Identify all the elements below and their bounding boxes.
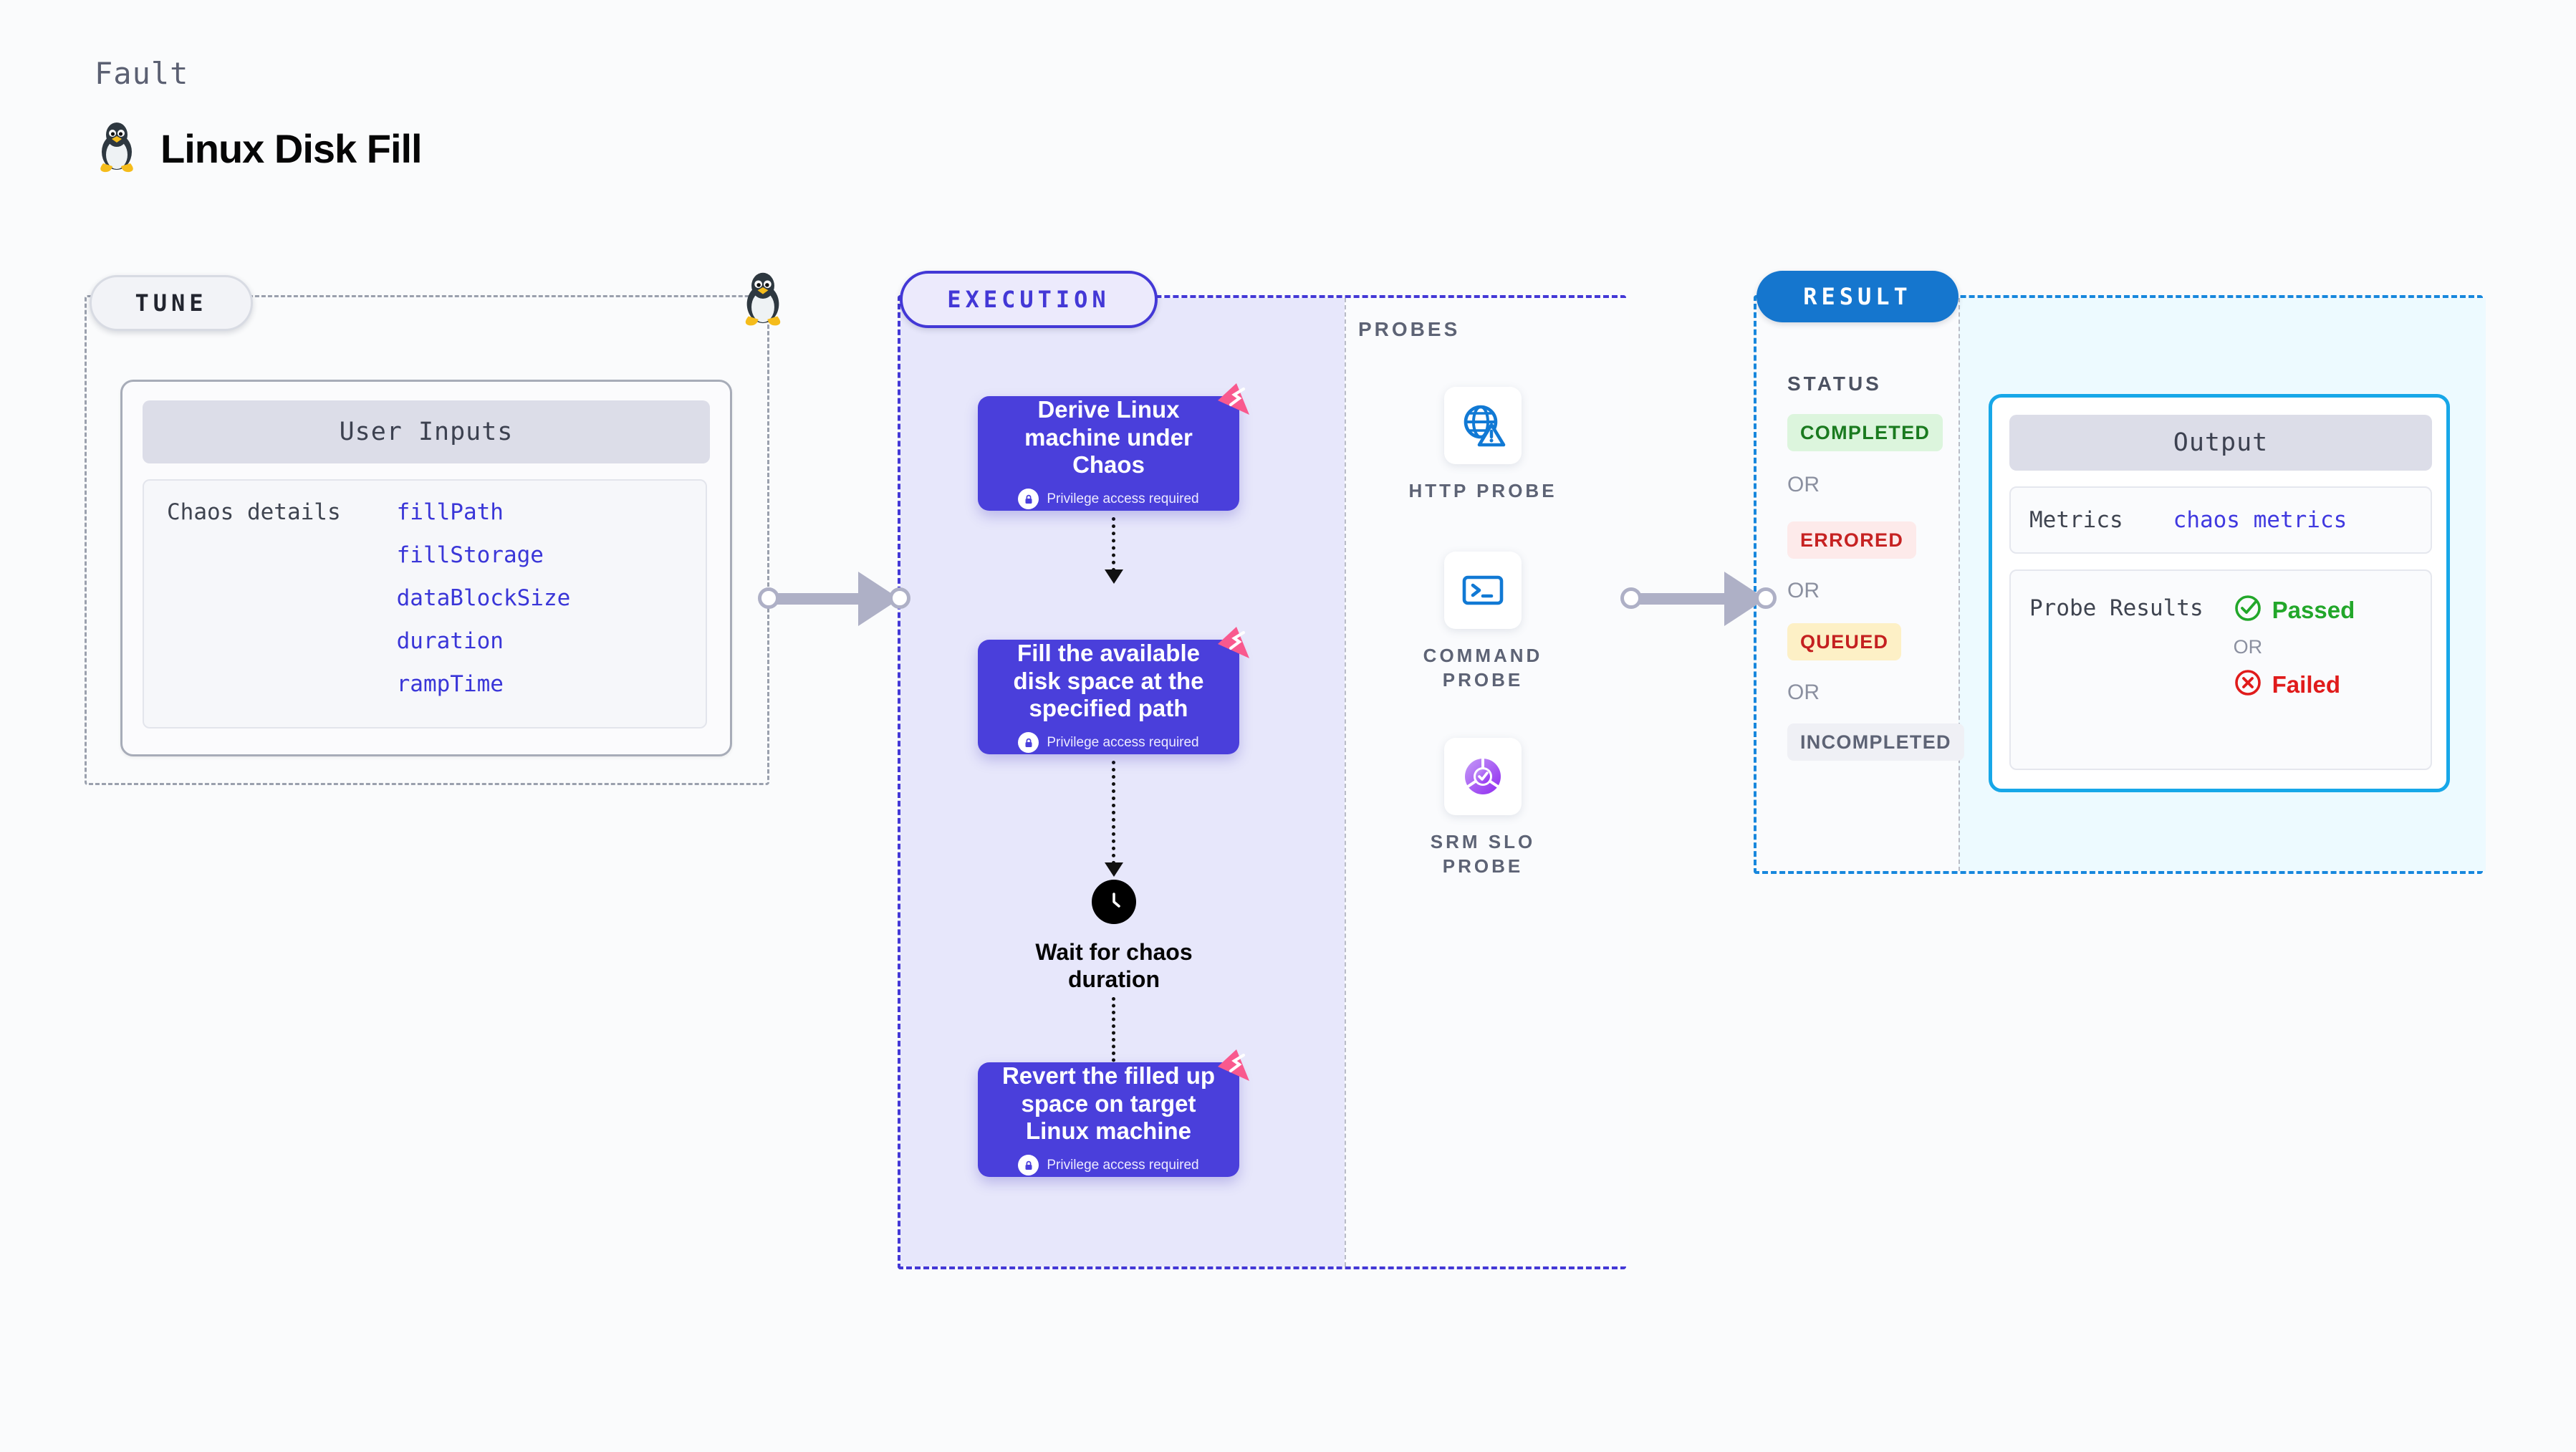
probe-srm-slo[interactable]: SRM SLO PROBE xyxy=(1397,738,1569,879)
probe-result-passed: Passed xyxy=(2234,594,2355,626)
flow-line-2 xyxy=(1112,761,1115,865)
probe-result-failed: Failed xyxy=(2234,668,2355,701)
wait-label: Wait for chaos duration xyxy=(1035,939,1193,993)
output-header: Output xyxy=(2009,415,2432,471)
result-pill-label[interactable]: RESULT xyxy=(1756,271,1959,322)
output-metrics-row: Metrics chaos metrics xyxy=(2009,486,2432,554)
chaos-details-params: fillPath fillStorage dataBlockSize durat… xyxy=(397,499,571,727)
status-badge-incompleted: INCOMPLETED xyxy=(1787,723,1964,761)
execution-step-1[interactable]: Derive Linux machine under Chaos Privile… xyxy=(978,383,1249,511)
privilege-note: Privilege access required xyxy=(1018,1155,1199,1176)
metrics-key: Metrics xyxy=(2029,507,2123,533)
probe-label: SRM SLO PROBE xyxy=(1430,831,1536,878)
user-inputs-header: User Inputs xyxy=(143,400,710,463)
tux-penguin-icon xyxy=(95,120,139,177)
x-circle-icon xyxy=(2234,668,2262,701)
globe-warning-icon xyxy=(1444,387,1522,464)
chaos-details-label: Chaos details xyxy=(167,499,341,525)
step-title: Derive Linux machine under Chaos xyxy=(1024,395,1193,479)
chaos-fault-badge-icon xyxy=(1212,622,1255,661)
execution-pill-label[interactable]: EXECUTION xyxy=(900,271,1158,328)
flow-line-3 xyxy=(1112,997,1115,1069)
privilege-text: Privilege access required xyxy=(1047,491,1199,506)
chaos-fault-badge-icon xyxy=(1212,1045,1255,1084)
connector-execution-to-result xyxy=(1620,566,1779,630)
step-title: Fill the available disk space at the spe… xyxy=(1013,639,1204,722)
chaos-fault-badge-icon xyxy=(1212,379,1255,418)
param-fillPath[interactable]: fillPath xyxy=(396,499,504,525)
status-badge-completed: COMPLETED xyxy=(1787,414,1943,451)
probe-results-values: Passed OR Failed xyxy=(2234,594,2355,769)
flow-arrow-1 xyxy=(1105,569,1123,584)
privilege-text: Privilege access required xyxy=(1047,1157,1199,1173)
execution-step-2[interactable]: Fill the available disk space at the spe… xyxy=(978,627,1249,754)
tune-panel xyxy=(85,295,769,785)
param-fillStorage[interactable]: fillStorage xyxy=(396,542,544,568)
status-badge-errored: ERRORED xyxy=(1787,521,1917,559)
clock-icon xyxy=(1092,880,1136,924)
tux-penguin-icon xyxy=(739,268,787,330)
check-circle-icon xyxy=(2234,594,2262,626)
passed-label: Passed xyxy=(2272,596,2355,623)
output-card: Output Metrics chaos metrics Probe Resul… xyxy=(1989,394,2450,792)
status-section-label: STATUS xyxy=(1787,372,1882,395)
lock-icon xyxy=(1018,489,1039,510)
donut-check-icon xyxy=(1444,738,1522,815)
user-inputs-card: User Inputs Chaos details fillPath fillS… xyxy=(120,380,732,756)
privilege-note: Privilege access required xyxy=(1018,732,1199,754)
execution-probes-divider xyxy=(1345,298,1346,1266)
probe-results-key: Probe Results xyxy=(2029,595,2203,621)
status-or-3: OR xyxy=(1787,681,1820,704)
probe-label: HTTP PROBE xyxy=(1408,480,1557,501)
page-kicker: Fault xyxy=(95,56,189,91)
param-dataBlockSize[interactable]: dataBlockSize xyxy=(396,585,571,611)
probe-command[interactable]: COMMAND PROBE xyxy=(1397,552,1569,693)
output-probe-results-row: Probe Results Passed OR xyxy=(2009,569,2432,770)
page-title-row: Linux Disk Fill xyxy=(95,120,423,177)
probes-section-label: PROBES xyxy=(1358,318,1461,340)
param-rampTime[interactable]: rampTime xyxy=(396,671,504,697)
result-status-background xyxy=(1756,298,1959,871)
page-title: Linux Disk Fill xyxy=(160,126,423,171)
lock-icon xyxy=(1018,1155,1039,1176)
probe-label: COMMAND PROBE xyxy=(1423,645,1543,691)
flow-arrow-2 xyxy=(1105,862,1123,877)
result-divider xyxy=(1959,298,1960,871)
probe-http[interactable]: HTTP PROBE xyxy=(1397,387,1569,503)
status-or-1: OR xyxy=(1787,473,1820,496)
execution-step-3[interactable]: Revert the filled up space on target Lin… xyxy=(978,1049,1249,1177)
failed-label: Failed xyxy=(2272,670,2340,698)
step-title: Revert the filled up space on target Lin… xyxy=(1001,1062,1216,1145)
lock-icon xyxy=(1018,732,1039,754)
status-or-2: OR xyxy=(1787,579,1820,602)
connector-tune-to-execution xyxy=(758,566,912,630)
status-badge-queued: QUEUED xyxy=(1787,623,1902,660)
privilege-note: Privilege access required xyxy=(1018,489,1199,510)
user-inputs-body: Chaos details fillPath fillStorage dataB… xyxy=(143,479,707,729)
terminal-prompt-icon xyxy=(1444,552,1522,629)
probe-result-or: OR xyxy=(2233,636,2263,658)
tune-pill-label[interactable]: TUNE xyxy=(90,275,253,331)
privilege-text: Privilege access required xyxy=(1047,734,1199,750)
flow-line-1 xyxy=(1112,517,1115,572)
param-duration[interactable]: duration xyxy=(396,628,504,654)
metrics-value[interactable]: chaos metrics xyxy=(2173,507,2347,533)
